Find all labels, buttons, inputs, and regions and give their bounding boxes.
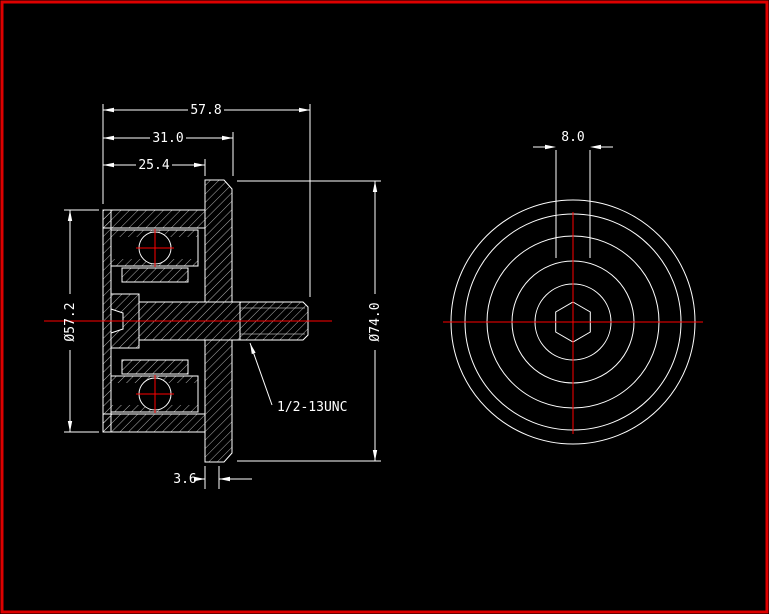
- flange-lower: [204, 339, 233, 463]
- section-view: [44, 179, 332, 463]
- dim-flange-thickness: 3.6: [173, 472, 196, 487]
- dim-arrow: [103, 107, 114, 113]
- pulley-top-rim: [102, 209, 206, 229]
- dim-arrow: [103, 135, 114, 141]
- dim-arrow: [299, 107, 310, 113]
- dim-hub-width: 31.0: [152, 131, 183, 146]
- spacer-bottom: [121, 359, 189, 375]
- dim-body-width: 25.4: [138, 158, 169, 173]
- dim-arrow: [194, 476, 205, 482]
- dim-arrow: [372, 181, 378, 192]
- dim-overall-width: 57.8: [190, 103, 221, 118]
- dim-arrow: [219, 476, 230, 482]
- leader-arrow: [250, 343, 256, 355]
- spacer-top: [121, 267, 189, 283]
- dim-outer-diameter: Ø57.2: [63, 302, 78, 341]
- dim-flange-diameter: Ø74.0: [368, 302, 383, 341]
- dim-arrow: [372, 450, 378, 461]
- pulley-bottom-rim: [102, 413, 206, 433]
- dim-arrow: [222, 135, 233, 141]
- flange-upper: [204, 179, 233, 303]
- dim-arrow: [103, 162, 114, 168]
- dim-arrow: [67, 210, 73, 221]
- thread-callout: 1/2-13UNC: [277, 400, 347, 415]
- dim-arrow: [67, 421, 73, 432]
- front-view: 8.0: [443, 130, 703, 445]
- section-dimensions: 57.8 31.0 25.4 Ø57.2 Ø74.0 3.6: [63, 103, 383, 489]
- dim-arrow: [545, 144, 556, 150]
- dim-hex-socket: 8.0: [561, 130, 584, 145]
- dim-arrow: [590, 144, 601, 150]
- dim-arrow: [194, 162, 205, 168]
